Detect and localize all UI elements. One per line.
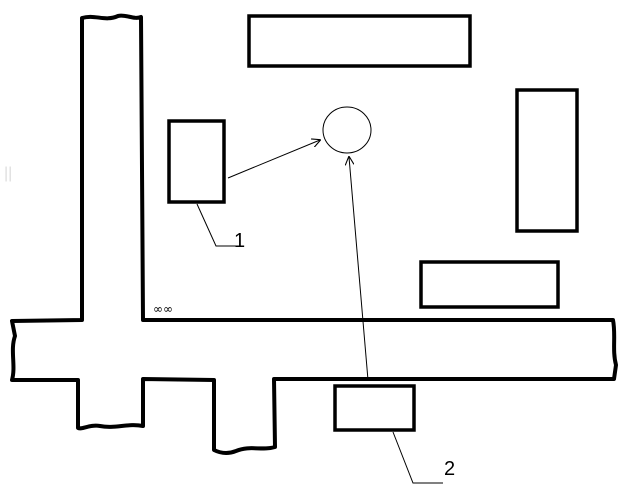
callout-label-1: 1	[234, 230, 245, 252]
building-top-center	[247, 14, 472, 68]
callout-leader-1	[196, 203, 236, 247]
callout-leader-2	[392, 431, 443, 484]
building-right-low	[419, 260, 560, 309]
infinity-mark: ∞∞	[153, 302, 173, 316]
target-circle	[322, 106, 372, 154]
building-right-tall	[515, 88, 579, 233]
building-2	[333, 384, 416, 432]
arrow-from-building-1	[227, 140, 320, 179]
callout-label-2: 2	[444, 458, 455, 480]
arrow-from-building-2	[349, 157, 369, 381]
faint-mark: ||	[4, 165, 12, 182]
road-outline	[10, 13, 618, 455]
building-1	[167, 119, 226, 204]
